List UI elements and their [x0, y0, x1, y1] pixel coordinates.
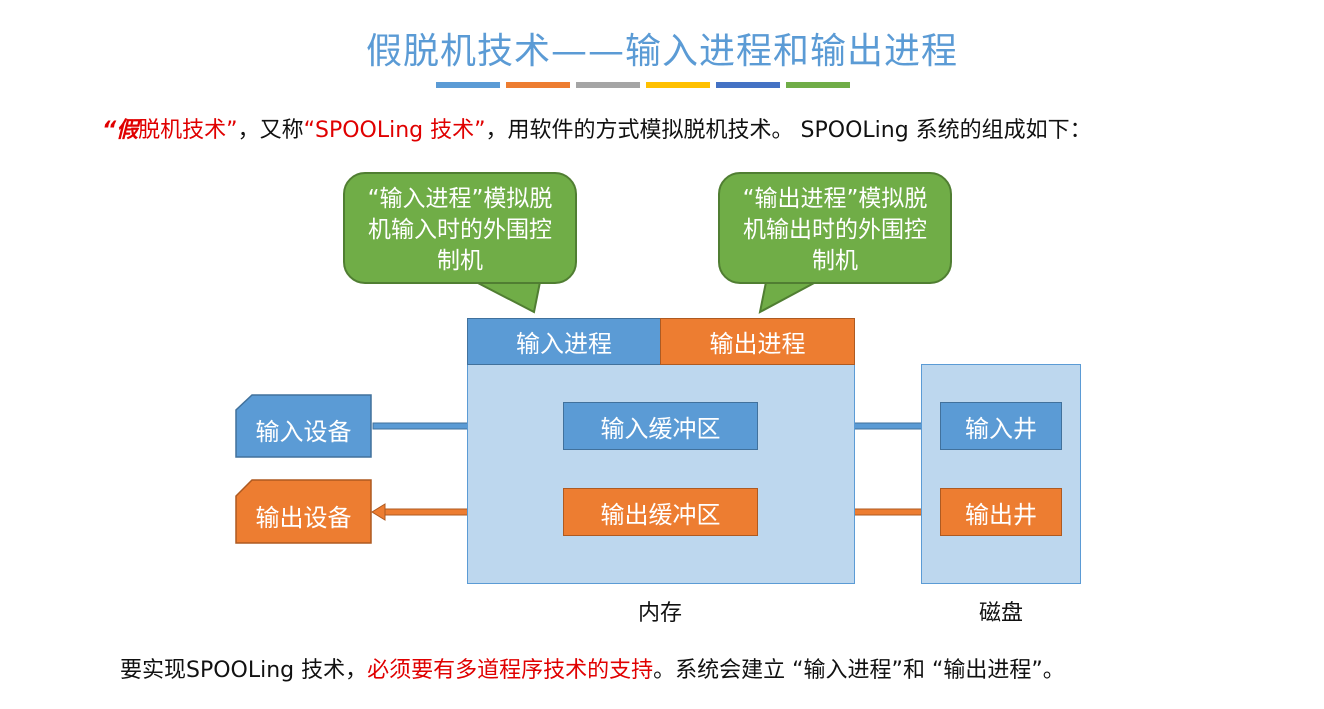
- output-device-shape: [235, 479, 372, 544]
- input-device-label: 输入设备: [255, 418, 352, 446]
- input-process-box: 输入进程: [467, 318, 661, 365]
- output-buffer-box: 输出缓冲区: [563, 488, 758, 536]
- intro-part2: ，又称: [237, 118, 304, 143]
- input-buffer-box: 输入缓冲区: [563, 402, 758, 450]
- memory-label: 内存: [637, 601, 682, 626]
- output-process-box: 输出进程: [660, 318, 855, 365]
- title-underline-3: [576, 82, 640, 88]
- intro-quote-open: “假: [102, 118, 139, 143]
- input-process-callout: “输入进程”模拟脱机输入时的外围控制机: [343, 172, 577, 284]
- disk-panel: [921, 364, 1081, 584]
- intro-term-offline: 脱机技术”: [138, 118, 238, 143]
- title-underline-2: [506, 82, 570, 88]
- intro-term-spooling: “SPOOLing 技术”: [303, 118, 486, 143]
- output-callout-tail: [758, 281, 817, 314]
- input-process-label: 输入进程: [516, 330, 612, 358]
- output-device-label: 输出设备: [255, 504, 352, 532]
- intro-text: “假脱机技术”，又称“SPOOLing 技术”，用软件的方式模拟脱机技术。 SP…: [102, 112, 1282, 144]
- input-well-label: 输入井: [965, 414, 1037, 443]
- input-buffer-label: 输入缓冲区: [600, 414, 721, 443]
- input-well-box: 输入井: [940, 402, 1062, 450]
- title-underline-1: [436, 82, 500, 88]
- input-callout-text: “输入进程”模拟脱机输入时的外围控制机: [367, 186, 553, 274]
- input-device-shape: [235, 394, 372, 458]
- bottom-highlight: 必须要有多道程序技术的支持: [367, 658, 654, 683]
- intro-part3: ，用软件的方式模拟脱机技术。 SPOOLing 系统的组成如下：: [485, 118, 1092, 143]
- output-well-label: 输出井: [965, 500, 1037, 529]
- title-underline-6: [786, 82, 850, 88]
- memory-panel: [467, 364, 855, 584]
- bottom-part2: 。系统会建立 “输入进程”和 “输出进程”。: [653, 658, 1065, 683]
- page-title: 假脱机技术——输入进程和输出进程: [365, 31, 958, 72]
- title-underline-4: [646, 82, 710, 88]
- input-callout-tail: [475, 281, 542, 314]
- output-buffer-label: 输出缓冲区: [600, 500, 721, 529]
- output-process-label: 输出进程: [709, 330, 806, 358]
- output-well-box: 输出井: [940, 488, 1062, 536]
- bottom-text: 要实现SPOOLing 技术，必须要有多道程序技术的支持。系统会建立 “输入进程…: [120, 652, 1300, 684]
- output-callout-text: “输出进程”模拟脱机输出时的外围控制机: [742, 186, 928, 274]
- disk-label: 磁盘: [978, 601, 1023, 626]
- bottom-part1: 要实现SPOOLing 技术，: [120, 658, 368, 683]
- output-process-callout: “输出进程”模拟脱机输出时的外围控制机: [718, 172, 952, 284]
- title-underline-5: [716, 82, 780, 88]
